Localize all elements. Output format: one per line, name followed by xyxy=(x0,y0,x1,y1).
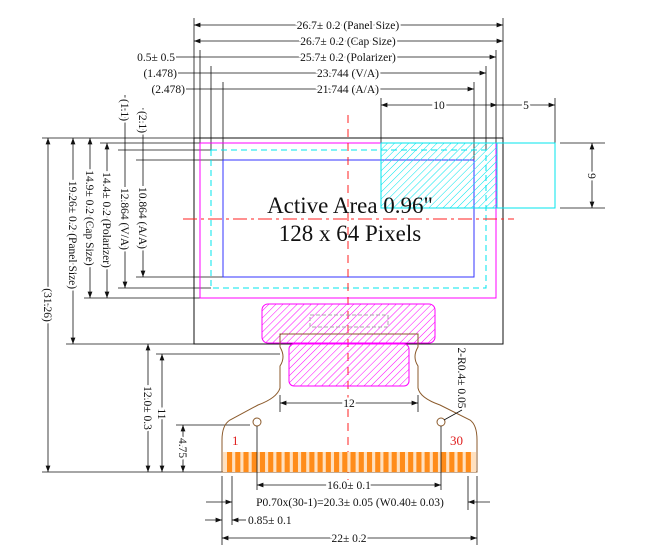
fpc-pin xyxy=(276,452,282,472)
cyan-hatched-region xyxy=(380,142,498,209)
fpc-pin xyxy=(227,452,233,472)
pin-pitch-label: P0.70x(30-1)=20.3± 0.05 (W0.40± 0.03) xyxy=(256,497,444,509)
driver-ic-region xyxy=(261,303,436,344)
fpc-pin xyxy=(325,452,331,472)
fpc-stiffener-region xyxy=(288,343,410,387)
panel-height-label: 19.26± 0.2 (Panel Size) xyxy=(66,181,78,289)
left-extension-lines xyxy=(42,137,280,473)
va-offset-label: (1.478) xyxy=(143,68,177,80)
fpc-pin xyxy=(375,452,381,472)
fpc-pin xyxy=(424,452,430,472)
fpc-pin xyxy=(317,452,323,472)
panel-width-label: 26.7± 0.2 (Panel Size) xyxy=(297,20,400,32)
aa-offset-label: (2.478) xyxy=(151,84,185,96)
fpc-pin xyxy=(391,452,397,472)
active-area-title: Active Area 0.96" xyxy=(267,193,433,218)
hole-pitch-label: 16.0± 0.1 xyxy=(327,480,371,492)
fpc-pin xyxy=(284,452,290,472)
polarizer-height-label: 14.4± 0.2 (Polarizer) xyxy=(100,172,112,268)
fpc-pin xyxy=(432,452,438,472)
top-extension-lines xyxy=(193,18,556,160)
pin-30-label: 30 xyxy=(450,433,463,448)
fpc-pin xyxy=(457,452,463,472)
cap-height-label: 14.9± 0.2 (Cap Size) xyxy=(83,170,95,266)
fpc-pin xyxy=(309,452,315,472)
pixel-resolution-label: 128 x 64 Pixels xyxy=(279,221,422,246)
top-dimensions: 26.7± 0.2 (Panel Size) 26.7± 0.2 (Cap Si… xyxy=(137,18,555,114)
alignment-hole-right xyxy=(436,417,446,427)
alignment-hole-left xyxy=(252,417,262,427)
fpc-pin xyxy=(358,452,364,472)
fpc-pin xyxy=(416,452,422,472)
fpc-width-label: 22± 0.2 xyxy=(331,533,366,545)
fpc-pin xyxy=(399,452,406,472)
fpc-pin xyxy=(235,452,241,472)
fpc-pin xyxy=(251,452,257,472)
fpc-pin xyxy=(408,452,414,472)
aa-height-label: 10.864 (A/A) xyxy=(136,187,148,249)
cyan-tab-outline xyxy=(496,142,556,209)
left-dimensions: (31.26) 19.26± 0.2 (Panel Size) 14.9± 0.… xyxy=(39,95,190,472)
dim-9-label: 9 xyxy=(585,173,597,179)
aa-offset-vertical-label: (2.1) xyxy=(136,111,148,133)
dim-10-label: 10 xyxy=(433,100,445,112)
fpc-pin xyxy=(268,452,274,472)
fpc-pin xyxy=(292,452,298,472)
polarizer-width-label: 25.7± 0.2 (Polarizer) xyxy=(300,52,396,64)
dim-11-label: 11 xyxy=(155,408,167,419)
total-height-label: (31.26) xyxy=(41,288,53,322)
cap-width-label: 26.7± 0.2 (Cap Size) xyxy=(300,36,396,48)
va-offset-vertical-label: (1.1) xyxy=(118,99,130,121)
fpc-pin xyxy=(334,452,340,472)
ic-bump-outline xyxy=(309,314,389,328)
fpc-length-label: 12.0± 0.3 xyxy=(141,386,153,430)
fpc-pin xyxy=(449,452,455,472)
fpc-pin xyxy=(243,452,249,472)
fpc-pin xyxy=(342,452,348,472)
radius-label: 2-R0.4± 0.05 xyxy=(455,348,467,409)
fpc-pin xyxy=(366,452,373,472)
dim-12-label: 12 xyxy=(343,398,355,410)
bottom-dimensions: 12 16.0± 0.1 P0.70x(30-1)=20.3± 0.05 (W0… xyxy=(205,395,490,547)
aa-width-label: 21.744 (A/A) xyxy=(317,84,379,96)
hole-height-label: 4.75 xyxy=(176,438,188,458)
fpc-pin xyxy=(350,452,356,472)
fpc-pin xyxy=(441,452,447,472)
fpc-pin xyxy=(301,452,307,472)
fpc-pins xyxy=(223,452,476,472)
fpc-pin xyxy=(383,452,389,472)
polarizer-offset-label: 0.5± 0.5 xyxy=(137,52,175,64)
fpc-outline xyxy=(221,333,478,473)
va-height-label: 12.864 (V/A) xyxy=(118,188,130,250)
dim-5-label: 5 xyxy=(523,100,529,112)
fpc-pin xyxy=(465,452,471,472)
pin-1-label: 1 xyxy=(232,433,239,448)
edge-offset-label: 0.85± 0.1 xyxy=(248,515,292,527)
va-width-label: 23.744 (V/A) xyxy=(317,68,379,80)
fpc-pin xyxy=(259,452,266,472)
